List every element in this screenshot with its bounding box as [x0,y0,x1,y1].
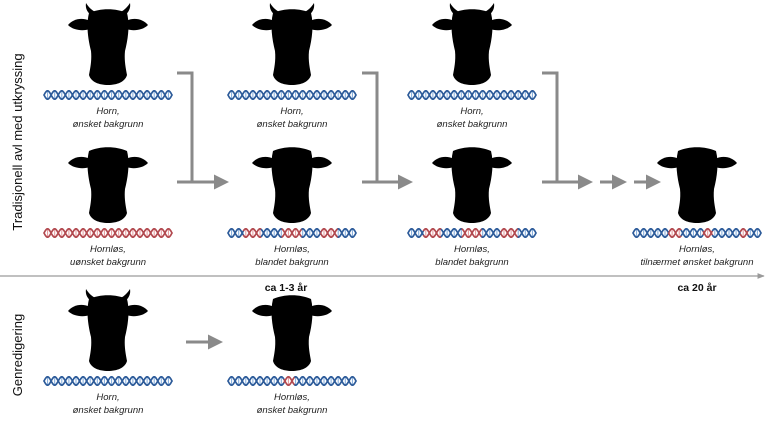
cow-caption-line1: Horn, [280,106,303,117]
cow-caption-line2: tilnærmet ønsket bakgrunn [641,257,754,268]
dna-strand [407,90,537,100]
cow-caption-line2: ønsket bakgrunn [257,405,328,416]
cow-panel: Horn, ønsket bakgrunn [43,289,173,416]
cow-silhouette [68,289,148,371]
dna-strand [43,376,173,386]
cross-connector-1 [177,71,229,190]
dna-strand [227,228,357,238]
cow-caption-line2: ønsket bakgrunn [257,119,328,130]
cow-panel: Horn, ønsket bakgrunn [407,3,537,130]
cross-connector-2 [362,71,413,190]
cow-silhouette [252,147,332,223]
cow-caption-line2: blandet bakgrunn [255,257,328,268]
cross-connector-3 [542,71,593,190]
cow-caption-line2: ønsket bakgrunn [437,119,508,130]
cow-caption-line2: ønsket bakgrunn [73,119,144,130]
cow-silhouette [68,3,148,85]
time-label-long: ca 20 år [677,282,716,294]
cow-silhouette [68,147,148,223]
row-label-gene-editing: Genredigering [10,314,25,396]
dna-strand [43,228,173,238]
cow-panel: Hornløs, ønsket bakgrunn [227,295,357,416]
cow-caption-line1: Horn, [96,392,119,403]
cow-caption-line1: Hornløs, [274,392,310,403]
cow-caption-line1: Horn, [96,106,119,117]
cow-caption-line1: Hornløs, [274,244,310,255]
cow-silhouette [252,3,332,85]
dna-strand [407,228,537,238]
cow-panel: Horn, ønsket bakgrunn [43,3,173,130]
dna-strand [632,228,762,238]
cow-caption-line1: Hornløs, [454,244,490,255]
dna-strand [227,90,357,100]
time-label-short: ca 1-3 år [265,282,308,294]
cow-silhouette [432,147,512,223]
cow-silhouette [252,295,332,371]
dna-strand [43,90,173,100]
cow-silhouette [657,147,737,223]
cow-silhouette [432,3,512,85]
cow-caption-line2: ønsket bakgrunn [73,405,144,416]
cow-panel: Horn, ønsket bakgrunn [227,3,357,130]
row-label-traditional: Tradisjonell avl med utkryssing [10,53,25,230]
cow-caption-line1: Hornløs, [679,244,715,255]
cow-caption-line2: uønsket bakgrunn [70,257,146,268]
cow-panel: Hornløs, uønsket bakgrunn [43,147,173,268]
cow-caption-line1: Horn, [460,106,483,117]
cow-caption-line1: Hornløs, [90,244,126,255]
cow-panel: Hornløs, blandet bakgrunn [227,147,357,268]
cow-panel: Hornløs, blandet bakgrunn [407,147,537,268]
cow-caption-line2: blandet bakgrunn [435,257,508,268]
cow-panel: Hornløs, tilnærmet ønsket bakgrunn [632,147,762,268]
dna-strand [227,376,357,386]
